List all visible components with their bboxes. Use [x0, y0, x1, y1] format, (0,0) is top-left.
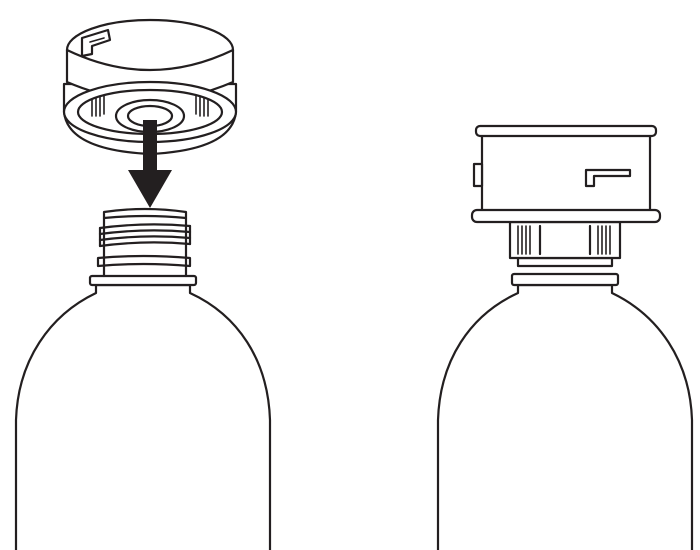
left-bottle-body [14, 283, 272, 550]
bottle-neck-thread [98, 223, 192, 248]
adapter-cap-attached [470, 124, 662, 260]
right-neck-ring [516, 256, 614, 268]
insert-arrow [128, 120, 172, 208]
left-neck-lip [102, 207, 188, 220]
right-neck-collar [510, 272, 620, 287]
right-bottle-body [436, 283, 694, 550]
right-panel [436, 124, 694, 550]
left-neck-lower-ring [96, 254, 192, 268]
left-neck-collar [88, 274, 198, 287]
left-panel [14, 18, 272, 550]
